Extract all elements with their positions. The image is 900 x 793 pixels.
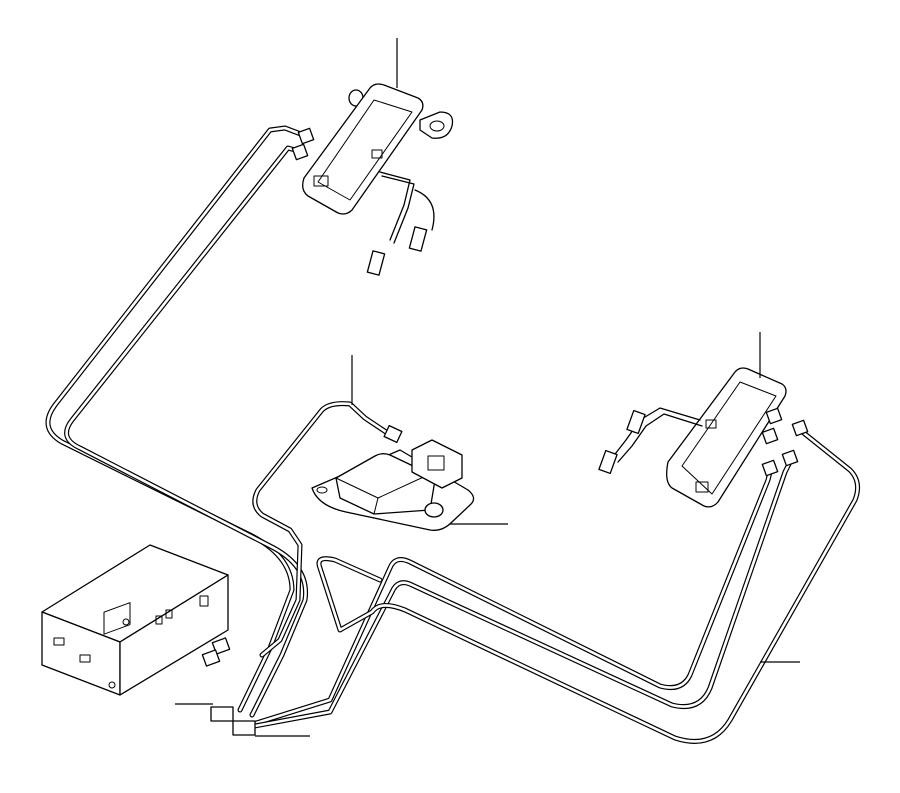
top-module-body: [302, 83, 424, 215]
receiver-unit: [41, 544, 231, 696]
top-module-bracket: [419, 111, 454, 139]
harness-end-plug-1: [210, 706, 234, 722]
right-module-body: [666, 367, 787, 508]
right-pigtail-plug-1: [626, 409, 646, 435]
top-module-connector-2: [291, 143, 309, 161]
antenna-module-right: [598, 367, 809, 508]
right-module-connector-5: [761, 459, 779, 477]
receiver-plug-2: [201, 649, 221, 667]
receiver-plug-1: [211, 637, 231, 655]
top-pigtail-plug-1: [366, 250, 386, 276]
harness-end-plug-2: [232, 720, 256, 736]
antenna-module-top: [291, 83, 454, 276]
receiver-side-face: [119, 574, 229, 696]
control-module-center: [311, 424, 475, 531]
wiring-harness: [45, 125, 861, 744]
right-pigtail-plug-2: [598, 449, 618, 475]
center-module-plug: [383, 424, 403, 444]
right-module-connector-3: [761, 427, 779, 445]
top-pigtail-plug-2: [408, 226, 428, 252]
center-module-stud: [424, 502, 444, 518]
right-module-connector-1: [765, 407, 783, 425]
top-module-connector-1: [297, 127, 315, 145]
center-module-connector-block: [411, 439, 463, 489]
right-module-connector-2: [791, 419, 809, 437]
right-module-connector-4: [781, 449, 799, 467]
callout-lines: [175, 38, 800, 737]
